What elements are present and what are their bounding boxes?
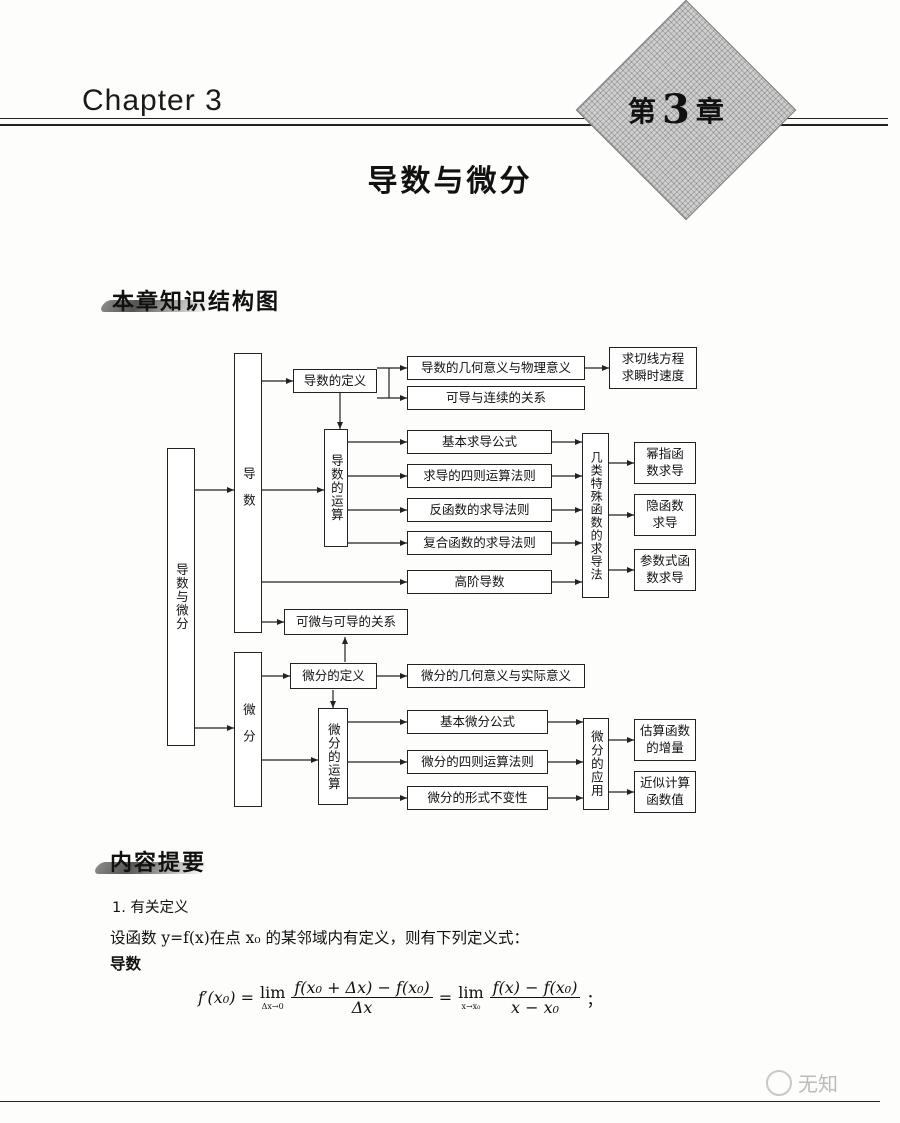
diff-vs-deriv-node: 可微与可导的关系 [284, 609, 408, 635]
differential-ops-node: 微分的运算 [318, 708, 348, 805]
formula-equals: = [438, 988, 453, 1007]
derivative-node: 导数 [234, 353, 262, 633]
structure-heading: 本章知识结构图 [112, 290, 281, 315]
estimate-increment-node: 估算函数的增量 [634, 719, 696, 761]
special-methods-node: 几类特殊函数的求导法 [582, 433, 609, 598]
page-title: 导数与微分 [367, 164, 533, 199]
root-node: 导数与微分 [167, 448, 195, 746]
geo-phys-node: 导数的几何意义与物理意义 [407, 356, 585, 380]
watermark-text: 无知 [798, 1072, 838, 1096]
footer-rule [0, 1101, 880, 1102]
arith-rules-node: 求导的四则运算法则 [407, 464, 552, 488]
chapter-label: Chapter 3 [82, 84, 223, 117]
watermark: 无知 [766, 1068, 838, 1097]
differential-node: 微分 [234, 652, 262, 807]
differential-def-node: 微分的定义 [290, 663, 377, 689]
diff-arith-rules-node: 微分的四则运算法则 [407, 750, 548, 774]
term-derivative: 导数 [110, 955, 142, 973]
wechat-icon [766, 1069, 792, 1096]
diff-applications-node: 微分的应用 [583, 718, 609, 810]
power-exp-node: 幂指函数求导 [634, 442, 696, 484]
inverse-rule-node: 反函数的求导法则 [407, 498, 552, 522]
item-heading: 1. 有关定义 [112, 900, 189, 916]
higher-order-node: 高阶导数 [407, 570, 552, 594]
basic-formulas-node: 基本求导公式 [407, 430, 552, 454]
differential-geo-node: 微分的几何意义与实际意义 [407, 664, 585, 688]
chapter-badge-suffix: 章 [695, 94, 724, 128]
formula-end: ； [586, 989, 603, 1009]
deriv-def-node: 导数的定义 [293, 369, 377, 393]
implicit-node: 隐函数求导 [634, 494, 696, 536]
form-invariance-node: 微分的形式不变性 [407, 786, 548, 810]
header-rule-top [0, 118, 888, 119]
fraction-2: f(x) − f(x₀) x − x₀ [489, 978, 581, 1017]
tangent-velocity-node: 求切线方程 求瞬时速度 [609, 347, 697, 389]
formula-lhs: f′(x₀) = [198, 988, 254, 1007]
composite-rule-node: 复合函数的求导法则 [407, 531, 552, 555]
summary-heading: 内容提要 [110, 851, 207, 876]
parametric-node: 参数式函数求导 [634, 549, 696, 591]
intro-paragraph: 设函数 y=f(x)在点 x₀ 的某邻域内有定义，则有下列定义式： [110, 929, 530, 947]
chapter-badge: 第 3 章 [628, 86, 724, 133]
chapter-badge-prefix: 第 [628, 94, 657, 128]
chapter-badge-number: 3 [662, 86, 690, 133]
basic-diff-formulas-node: 基本微分公式 [407, 710, 548, 734]
deriv-ops-node: 导数的运算 [324, 429, 348, 547]
fraction-1: f(x₀ + Δx) − f(x₀) Δx [291, 978, 433, 1017]
approx-value-node: 近似计算函数值 [634, 771, 696, 813]
diff-cont-node: 可导与连续的关系 [407, 386, 585, 410]
header-rule-bottom [0, 124, 888, 126]
